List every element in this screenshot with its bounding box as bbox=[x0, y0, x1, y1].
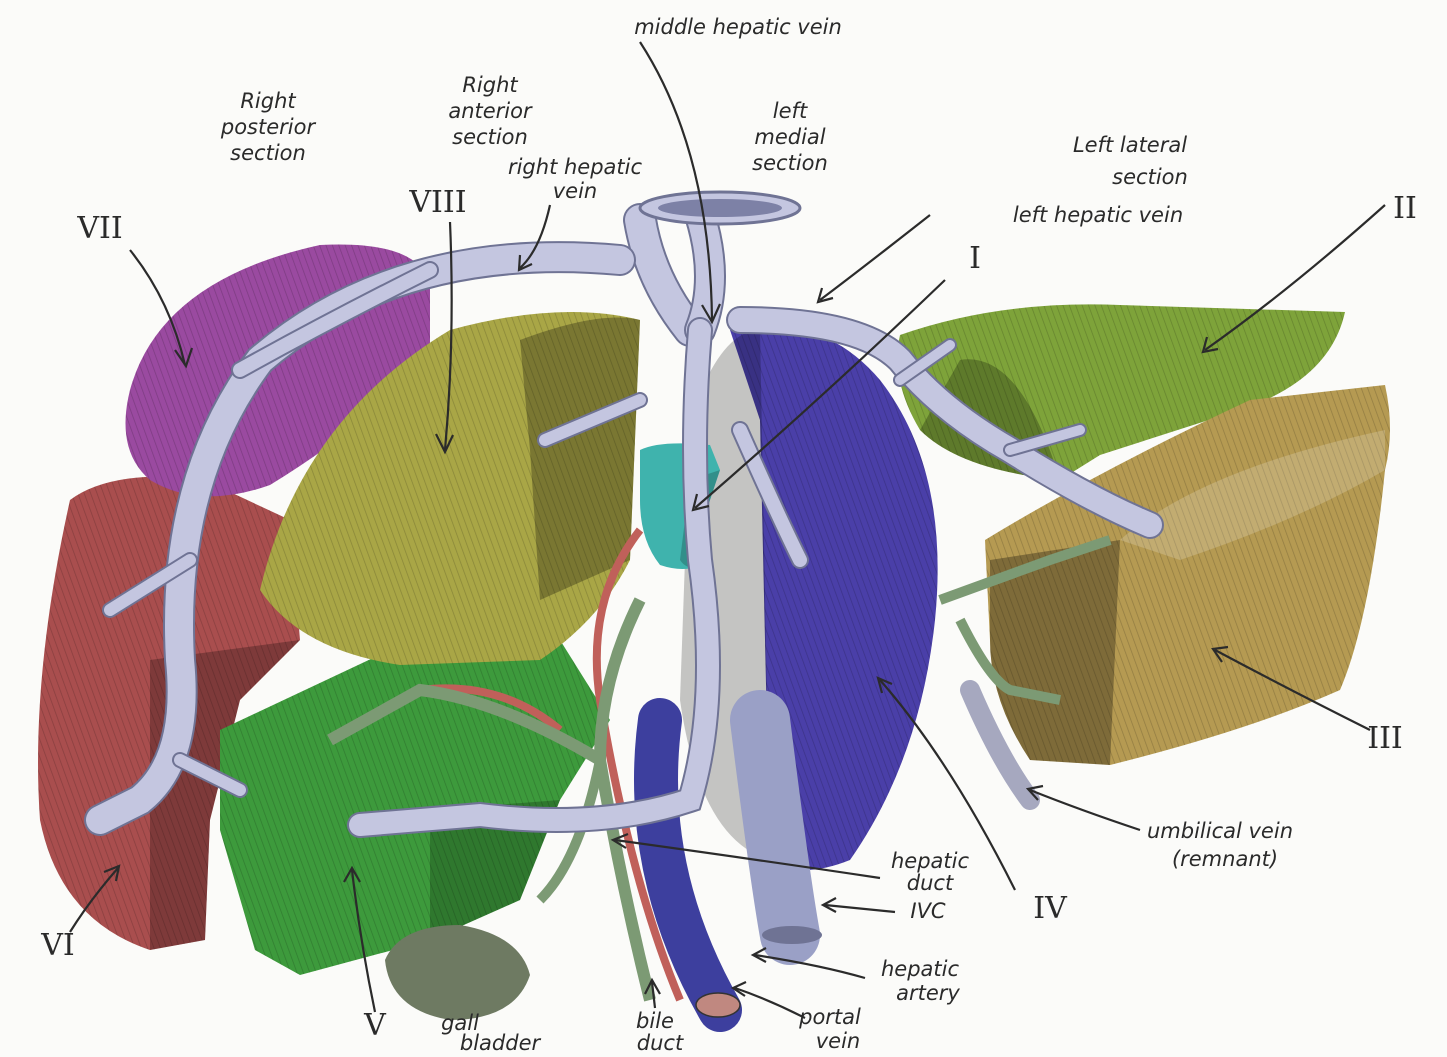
label-left-lateral-section-line2: section bbox=[1112, 165, 1188, 189]
label-right-hepatic-vein-line2: vein bbox=[553, 179, 598, 203]
segment-label-IV: IV bbox=[1033, 891, 1068, 926]
label-middle-hepatic-vein: middle hepatic vein bbox=[634, 15, 842, 39]
label-gall-bladder-line2: bladder bbox=[460, 1031, 542, 1055]
segment-label-I: I bbox=[969, 241, 981, 276]
label-right-posterior-section-line3: section bbox=[230, 141, 306, 165]
label-umbilical-vein-line2: (remnant) bbox=[1172, 847, 1278, 871]
label-hepatic-duct-line2: duct bbox=[907, 871, 954, 895]
segment-label-III: III bbox=[1367, 721, 1403, 756]
label-left-medial-section-line3: section bbox=[752, 151, 828, 175]
label-right-anterior-section-line2: anterior bbox=[448, 99, 533, 123]
label-right-hepatic-vein-line1: right hepatic bbox=[508, 155, 643, 179]
label-bile-duct-line1: bile bbox=[636, 1009, 674, 1033]
gallbladder-shape bbox=[385, 925, 530, 1020]
segment-label-V: V bbox=[363, 1008, 387, 1043]
label-right-posterior-section-line2: posterior bbox=[220, 115, 317, 139]
label-left-lateral-section-line1: Left lateral bbox=[1073, 133, 1187, 157]
label-bile-duct-line2: duct bbox=[637, 1031, 684, 1055]
label-right-anterior-section-line3: section bbox=[452, 125, 528, 149]
label-hepatic-duct-line1: hepatic bbox=[891, 849, 969, 873]
segment-label-VIII: VIII bbox=[408, 185, 466, 220]
segment-label-VI: VI bbox=[40, 928, 75, 963]
label-ivc: IVC bbox=[910, 899, 946, 923]
label-right-posterior-section-line1: Right bbox=[240, 89, 296, 113]
label-hepatic-artery-line2: artery bbox=[896, 981, 960, 1005]
segment-label-VII: VII bbox=[76, 211, 122, 246]
label-left-medial-section-line2: medial bbox=[754, 125, 825, 149]
label-portal-vein-line2: vein bbox=[816, 1029, 861, 1053]
label-left-hepatic-vein: left hepatic vein bbox=[1013, 203, 1183, 227]
gallbladder-fill bbox=[385, 925, 530, 1020]
label-left-medial-section-line1: left bbox=[773, 99, 808, 123]
segment-label-II: II bbox=[1393, 191, 1417, 226]
label-hepatic-artery-line1: hepatic bbox=[881, 957, 959, 981]
label-right-anterior-section-line1: Right bbox=[462, 73, 518, 97]
label-portal-vein-line1: portal bbox=[798, 1005, 861, 1029]
label-umbilical-vein-line1: umbilical vein bbox=[1147, 819, 1293, 843]
